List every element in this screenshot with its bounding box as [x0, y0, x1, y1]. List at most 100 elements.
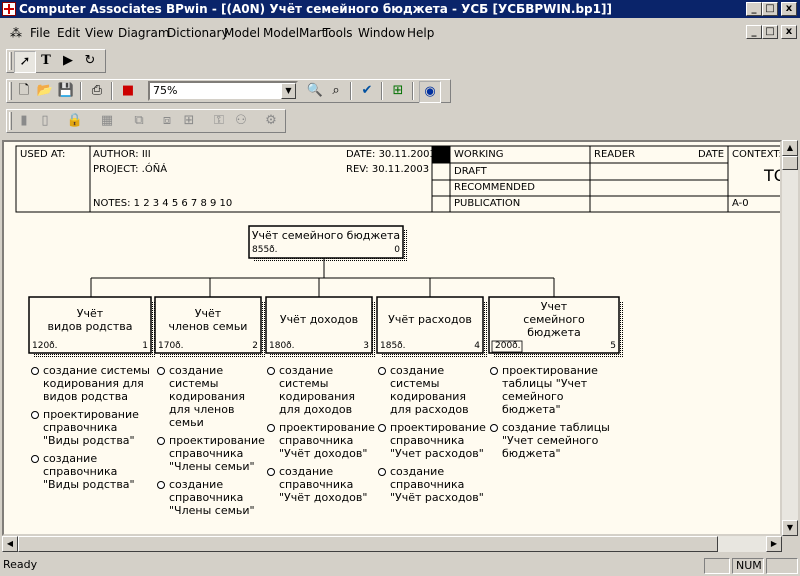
document-icon[interactable]: ⁂ [10, 26, 22, 40]
vertical-scrollbar[interactable]: ▲ ▼ [782, 140, 798, 536]
pointer-icon[interactable]: ➚ [14, 51, 36, 73]
list-item: проектирование справочника "Учет расходо… [378, 421, 488, 460]
scroll-left-icon[interactable]: ◀ [2, 536, 18, 552]
squiggle-tool-icon[interactable]: ↻ [84, 53, 96, 68]
vertical-scroll-thumb[interactable] [782, 156, 798, 170]
activity-box-4[interactable]: Учёт расходов 185ð. 4 [377, 297, 483, 353]
status-text: Ready [3, 558, 38, 571]
menu-window[interactable]: Window [358, 26, 406, 40]
toolbar-separator [80, 82, 82, 100]
lock-icon[interactable]: 🔒 [66, 113, 84, 128]
save-icon[interactable]: 💾 [57, 83, 75, 98]
activity-cost: 200ð. [495, 341, 521, 351]
activity-box-root[interactable]: Учёт семейного бюджета 855ð. 0 [249, 226, 403, 258]
color-icon[interactable]: ■ [121, 83, 135, 98]
maximize-button[interactable]: □ [762, 2, 778, 16]
menu-diagram[interactable]: Diagram [118, 26, 170, 40]
activity-number: 1 [142, 341, 148, 351]
activity-box-5[interactable]: Учет семейного бюджета 200ð. 5 [489, 297, 619, 353]
library-icon[interactable]: ▦ [100, 113, 114, 128]
activity-box-2[interactable]: Учёт членов семьи 170ð. 2 [155, 297, 261, 353]
disconnect-icon[interactable]: ▯ [41, 113, 49, 128]
zoom-select[interactable]: 75% ▼ [148, 81, 298, 101]
activity-number: 2 [252, 341, 258, 351]
users-icon[interactable]: ⚇ [235, 113, 247, 128]
scroll-right-icon[interactable]: ▶ [766, 536, 782, 552]
grid-icon[interactable]: ⊞ [183, 113, 195, 128]
doc-restore-button[interactable]: □ [762, 25, 778, 39]
diagram-canvas[interactable]: USED AT: AUTHOR: III PROJECT: .ÓÑÁ DATE:… [2, 140, 782, 536]
menu-edit[interactable]: Edit [57, 26, 81, 40]
activity-title-line: семейного [523, 313, 585, 326]
chevron-down-icon[interactable]: ▼ [281, 83, 296, 99]
scroll-up-icon[interactable]: ▲ [782, 140, 798, 156]
text-tool-icon[interactable]: T [41, 53, 51, 68]
activity-cost: 170ð. [158, 341, 184, 351]
scroll-down-icon[interactable]: ▼ [782, 520, 798, 536]
status-publication: PUBLICATION [454, 198, 521, 209]
menu-view[interactable]: View [85, 26, 114, 40]
open-folder-icon[interactable]: 📂 [36, 83, 54, 98]
print-icon[interactable]: ⎙ [91, 83, 103, 98]
task-list-2: создание системы кодирования для членов … [157, 364, 267, 522]
activity-box-1[interactable]: Учёт видов родства 120ð. 1 [29, 297, 151, 353]
modelmart-icon[interactable]: ◉ [419, 81, 441, 103]
node-label: A-0 [732, 198, 749, 209]
zoom-value: 75% [153, 84, 178, 97]
app-icon[interactable] [2, 2, 16, 16]
close-button[interactable]: x [781, 2, 797, 16]
activity-title: Учет семейного бюджета [489, 300, 619, 339]
activity-cost: 120ð. [32, 341, 58, 351]
menu-dictionary[interactable]: Dictionary [167, 26, 229, 40]
standard-toolbar: 🗋 📂 💾 ⎙ ■ 🔍 ⌕ ✔ ⊞ ◉ [6, 79, 451, 103]
used-at-label: USED AT: [20, 149, 66, 160]
admin-icon[interactable]: ⚙ [265, 113, 277, 128]
arrow-tool-icon[interactable]: ▶ [63, 53, 73, 68]
toolbar-grip [9, 112, 12, 130]
activity-title: Учёт семейного бюджета [251, 229, 401, 242]
activity-title-line: бюджета [527, 326, 581, 339]
merge-icon[interactable]: ⧉ [134, 113, 144, 128]
activity-number: 3 [363, 341, 369, 351]
new-icon[interactable]: 🗋 [18, 83, 30, 98]
horizontal-scrollbar[interactable]: ◀ ▶ [2, 536, 782, 552]
list-item: проектирование справочника "Виды родства… [31, 408, 155, 447]
list-item: создание таблицы "Учет семейного бюджета… [490, 421, 622, 460]
list-item: создание системы кодирования для доходов [267, 364, 377, 416]
zoom-fit-icon[interactable]: ⌕ [332, 83, 340, 98]
menu-model[interactable]: Model [224, 26, 261, 40]
doc-close-button[interactable]: x [781, 25, 797, 39]
model-explorer-icon[interactable]: ⊞ [392, 83, 404, 98]
zoom-in-icon[interactable]: 🔍 [306, 83, 324, 98]
activity-title: Учёт расходов [377, 313, 483, 326]
list-item: создание справочника "Члены семьи" [157, 478, 267, 517]
horizontal-scroll-thumb[interactable] [18, 536, 718, 552]
list-item: создание системы кодирования для членов … [157, 364, 267, 429]
list-item: создание справочника "Учёт расходов" [378, 465, 488, 504]
doc-minimize-button[interactable]: _ [746, 25, 762, 39]
activity-title: Учёт доходов [266, 313, 372, 326]
menu-help[interactable]: Help [407, 26, 435, 40]
task-list-1: создание системы кодирования для видов р… [31, 364, 155, 496]
status-bar: Ready NUM [0, 556, 800, 576]
activity-title-line: Учет [540, 300, 568, 313]
menu-tools[interactable]: Tools [323, 26, 353, 40]
copy-model-icon[interactable]: ⧈ [162, 113, 172, 128]
menu-file[interactable]: File [30, 26, 51, 40]
list-item: проектирование таблицы "Учет семейного б… [490, 364, 622, 416]
activity-box-3[interactable]: Учёт доходов 180ð. 3 [266, 297, 372, 353]
title-bar: Computer Associates BPwin - [(A0N) Учёт … [0, 0, 800, 18]
minimize-button[interactable]: _ [746, 2, 762, 16]
toolbar-grip [9, 82, 12, 100]
activity-title: Учёт видов родства [29, 307, 151, 333]
activity-title-line: Учёт расходов [388, 313, 472, 326]
window-title: Computer Associates BPwin - [(A0N) Учёт … [19, 2, 612, 16]
security-icon[interactable]: ⚿ [214, 113, 224, 128]
menu-modelmart[interactable]: ModelMart [263, 26, 327, 40]
toolbar-separator [412, 82, 414, 100]
list-item: создание справочника "Виды родства" [31, 452, 155, 491]
spell-check-icon[interactable]: ✔ [361, 83, 373, 98]
connect-icon[interactable]: ▮ [20, 113, 28, 128]
date-label: DATE: 30.11.2003 [346, 149, 436, 160]
reader-label: READER [594, 149, 636, 160]
